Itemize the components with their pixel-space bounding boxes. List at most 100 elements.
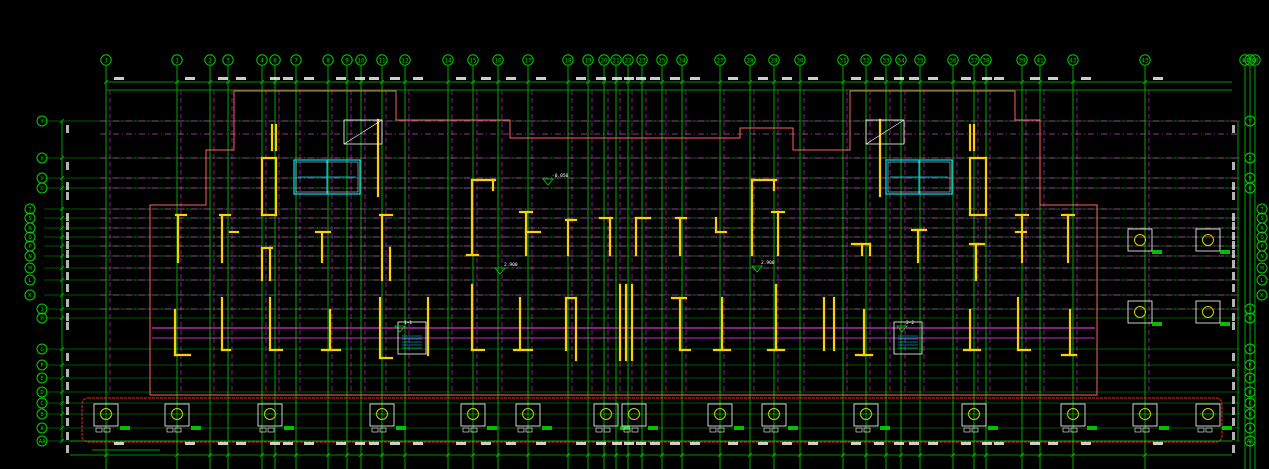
dim-tick xyxy=(639,79,645,85)
dim-text xyxy=(1030,77,1040,80)
dim-text xyxy=(66,250,69,258)
dim-tick xyxy=(717,452,723,458)
axis-bubble xyxy=(492,54,504,66)
dim-text xyxy=(894,77,904,80)
dim-tick xyxy=(59,215,65,221)
axis-label: U xyxy=(1248,186,1251,192)
axis-bubble xyxy=(1256,274,1268,286)
axis-label: T xyxy=(28,207,32,213)
pile-tag xyxy=(470,427,478,433)
level-symbol xyxy=(394,325,406,333)
pile-cap xyxy=(621,403,647,427)
dim-tick xyxy=(917,79,923,85)
axis-label: V xyxy=(1248,176,1252,182)
dim-tick xyxy=(445,79,451,85)
axis-bubble xyxy=(1244,303,1256,315)
dim-tick xyxy=(1037,79,1043,85)
axis-label: Y xyxy=(1248,119,1252,125)
dim-text xyxy=(1232,222,1235,230)
axis-label: 36 xyxy=(949,58,957,65)
axis-label: F xyxy=(1248,363,1251,369)
axis-bubble xyxy=(947,54,959,66)
dim-text xyxy=(66,241,69,249)
dim-text xyxy=(636,77,646,80)
pile-tag xyxy=(1142,427,1150,433)
dim-tick xyxy=(1142,452,1148,458)
shaft-box xyxy=(397,321,427,355)
dim-tick xyxy=(59,185,65,191)
dim-text xyxy=(66,182,69,190)
dim-text xyxy=(283,77,293,80)
pile-note xyxy=(988,426,998,430)
dim-tick xyxy=(525,79,531,85)
dim-text xyxy=(928,442,938,445)
axis-label: N xyxy=(28,254,31,260)
axis-label: J xyxy=(1248,307,1251,313)
axis-bubble xyxy=(968,54,980,66)
dim-tick xyxy=(358,452,364,458)
dim-text xyxy=(670,442,680,445)
dim-tick xyxy=(1019,79,1025,85)
dim-text xyxy=(1232,260,1235,268)
dim-text xyxy=(576,442,586,445)
axis-label: AA xyxy=(39,439,46,445)
axis-label: 46 xyxy=(1251,58,1259,65)
dim-tick xyxy=(883,452,889,458)
dim-text xyxy=(851,442,861,445)
axis-bubble xyxy=(256,54,268,66)
dim-tick xyxy=(971,79,977,85)
axis-label: V xyxy=(40,176,44,182)
axis-label: A xyxy=(40,426,44,432)
dim-text xyxy=(1153,442,1163,445)
pile-tag xyxy=(259,427,267,433)
axis-label: G xyxy=(40,347,43,353)
level-label: -0.050 xyxy=(552,173,569,179)
dim-text xyxy=(782,442,792,445)
dim-text xyxy=(1232,396,1235,404)
dim-tick xyxy=(344,79,350,85)
foundation-pile-strip xyxy=(81,228,1232,451)
dim-text xyxy=(390,442,400,445)
pile-note xyxy=(788,426,798,430)
axis-label: 38 xyxy=(982,58,990,65)
axis-label: 24 xyxy=(678,58,686,65)
axis-label: 22 xyxy=(624,58,632,65)
dim-tick xyxy=(983,452,989,458)
shaft-box xyxy=(893,321,923,355)
dim-text xyxy=(536,77,546,80)
pile-tag xyxy=(855,427,863,433)
dim-text xyxy=(728,442,738,445)
pile xyxy=(1202,234,1214,246)
axis-label: X xyxy=(40,156,44,162)
dim-tick xyxy=(1070,452,1076,458)
axis-label: 4 xyxy=(260,58,264,65)
dim-tick xyxy=(971,452,977,458)
dim-text xyxy=(66,407,69,415)
dim-text xyxy=(270,442,280,445)
elevator-box xyxy=(865,119,905,145)
pile-note xyxy=(1087,426,1097,430)
dim-tick xyxy=(601,452,607,458)
pile-tag xyxy=(95,427,103,433)
dim-text xyxy=(1232,445,1235,453)
axis-label: E xyxy=(40,376,43,382)
axis-bubble xyxy=(1244,359,1256,371)
dim-tick xyxy=(293,79,299,85)
axis-label: C xyxy=(1248,401,1251,407)
axis-bubble xyxy=(714,54,726,66)
axis-label: R xyxy=(28,226,32,232)
pile-tag xyxy=(763,427,771,433)
dim-tick xyxy=(679,452,685,458)
axis-bubble xyxy=(582,54,594,66)
dim-text xyxy=(851,77,861,80)
dim-tick xyxy=(1037,452,1043,458)
dim-text xyxy=(456,77,466,80)
dim-text xyxy=(66,396,69,404)
dim-text xyxy=(909,77,919,80)
dim-text xyxy=(1232,241,1235,249)
dim-text xyxy=(728,77,738,80)
axis-bubble xyxy=(1256,262,1268,274)
axis-label: E xyxy=(1248,376,1251,382)
pile-cap xyxy=(1127,228,1153,252)
